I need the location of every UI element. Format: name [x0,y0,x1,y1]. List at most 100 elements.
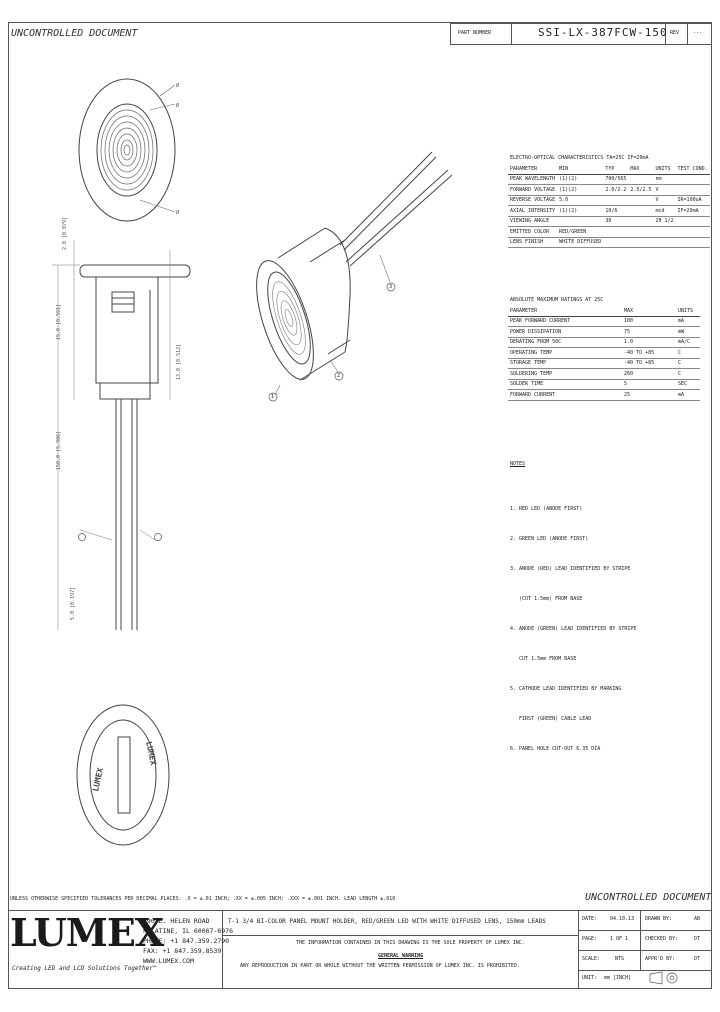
svg-text:LUMEX: LUMEX [144,741,158,767]
table-cell: 2.0/2.2 [603,184,629,196]
svg-text:Ø: Ø [176,102,179,109]
table-cell: FORWARD CURRENT [508,389,622,401]
table-cell: -40 TO +85 [622,358,676,369]
note-item: 1. RED LED (ANODE FIRST) [510,506,583,512]
table-cell: 2.5/2.5 [628,184,654,196]
part-number-box [450,23,712,45]
scale-value: NTS [615,956,625,962]
table-cell: 1.0 [622,337,676,348]
warning-title: GENERAL WARNING [378,953,424,959]
column-header: PARAMETER [508,164,558,175]
title-block [8,910,712,989]
column-header: MAX [628,164,654,175]
drawn-by-label: DRAWN BY: [645,916,673,922]
note-item: 6. PANEL HOLE CUT-OUT 6.35 DIA [510,746,601,752]
table-cell: VIEWING ANGLE [508,216,558,227]
table-cell: SOLDERING TEMP [508,368,622,380]
address-line: WWW.LUMEX.COM [143,957,194,965]
table-cell: 10/6 [603,205,629,217]
table-cell: (1)(2) [557,174,604,185]
column-header: MAX [622,306,676,317]
table-cell: IR=100uA [675,195,710,206]
footer-uncontrolled-stamp: UNCONTROLLED DOCUMENT [585,892,712,903]
table-cell: mcd [653,205,676,217]
table-cell: PEAK WAVELENGTH [508,174,558,185]
table-cell [675,184,710,196]
notes-list: 1. RED LED (ANODE FIRST) 2. GREEN LED (A… [510,484,636,764]
uncontrolled-document-stamp: UNCONTROLLED DOCUMENT [11,28,138,39]
table-cell: WHITE DIFFUSED [557,237,604,248]
proprietary-notice: THE INFORMATION CONTAINED IN THIS DRAWIN… [296,940,525,946]
table-cell: FORWARD VOLTAGE [508,184,558,196]
lumex-logo: LUMEX [10,910,164,955]
svg-text:5.0 [0.197]: 5.0 [0.197] [70,587,76,620]
table-cell [603,195,629,206]
rev-label: REV [670,30,680,36]
notes-title: NOTES [510,461,526,467]
table-cell: 25 [622,389,676,401]
table-cell: nm [653,174,676,185]
note-item: 2. GREEN LED (ANODE FIRST) [510,536,589,542]
table-cell [675,216,710,227]
table-cell: 75 [622,326,676,338]
table-cell: SOLDER TIME [508,379,622,390]
table-cell: (1)(2) [557,184,604,196]
table-cell: V [653,195,676,206]
table-cell: 5 [622,379,676,390]
column-header: MIN [557,164,604,175]
note-item: 3. ANODE (RED) LEAD IDENTIFIED BY STRIPE [510,566,631,572]
electro-table-title: ELECTRO-OPTICAL CHARACTERISTICS TA=25C I… [510,155,649,161]
table-cell: mA [676,316,700,327]
svg-text:Ø: Ø [176,82,179,89]
note-item: 5. CATHODE LEAD IDENTIFIED BY MARKING [510,686,622,692]
table-cell: V [653,184,676,196]
electro-table: PARAMETER MIN TYP MAX UNITS TEST COND. P… [508,164,710,248]
table-cell: 100 [622,316,676,327]
table-cell [557,216,604,227]
note-item: CUT 1.5mm FROM BASE [510,656,577,662]
checked-by-label: CHECKED BY: [645,936,679,942]
column-header: PARAMETER [508,306,622,317]
table-cell: PEAK FORWARD CURRENT [508,316,622,327]
approved-by-value: DT [694,956,701,962]
table-cell: STORAGE TEMP [508,358,622,369]
table-cell [628,174,654,185]
address-line: 290 E. HELEN ROAD [143,917,210,925]
table-cell: SEC [676,379,700,390]
table-cell [653,226,676,238]
page-value: 1 OF 1 [610,936,629,942]
table-cell: 30 [603,216,629,227]
date-value: 04.10.13 [610,916,635,922]
table-cell: REVERSE VOLTAGE [508,195,558,206]
address-line: PHONE: +1 847.359.2790 [143,937,230,945]
table-cell: LENS FINISH [508,237,558,248]
table-cell: (1)(2) [557,205,604,217]
absolute-table-title: ABSOLUTE MAXIMUM RATINGS AT 25C [510,297,604,303]
company-address: 290 E. HELEN ROAD PALATINE, IL 60067-697… [143,916,233,966]
company-tagline: Creating LED and LCD Solutions Together™ [12,965,157,972]
table-cell [628,195,654,206]
column-header: TYP [603,164,629,175]
absolute-table: PARAMETER MAX UNITS PEAK FORWARD CURRENT… [508,306,700,401]
part-number-label: PART NUMBER [458,30,492,36]
column-header: TEST COND. [675,164,710,175]
table-cell: AXIAL INTENSITY [508,205,558,217]
scale-label: SCALE: [582,956,601,962]
table-cell [675,226,710,238]
table-row: VIEWING ANGLE 30 2θ 1/2 [508,216,710,227]
address-line: PALATINE, IL 60067-6976 [143,927,234,935]
table-cell: 700/565 [603,174,629,185]
approved-by-label: APPR'D BY: [645,956,676,962]
table-cell: mW [676,326,700,338]
table-cell: C [676,347,700,359]
table-cell: 2θ 1/2 [653,216,676,227]
note-item: 4. ANODE (GREEN) LEAD IDENTIFIED BY STRI… [510,626,637,632]
